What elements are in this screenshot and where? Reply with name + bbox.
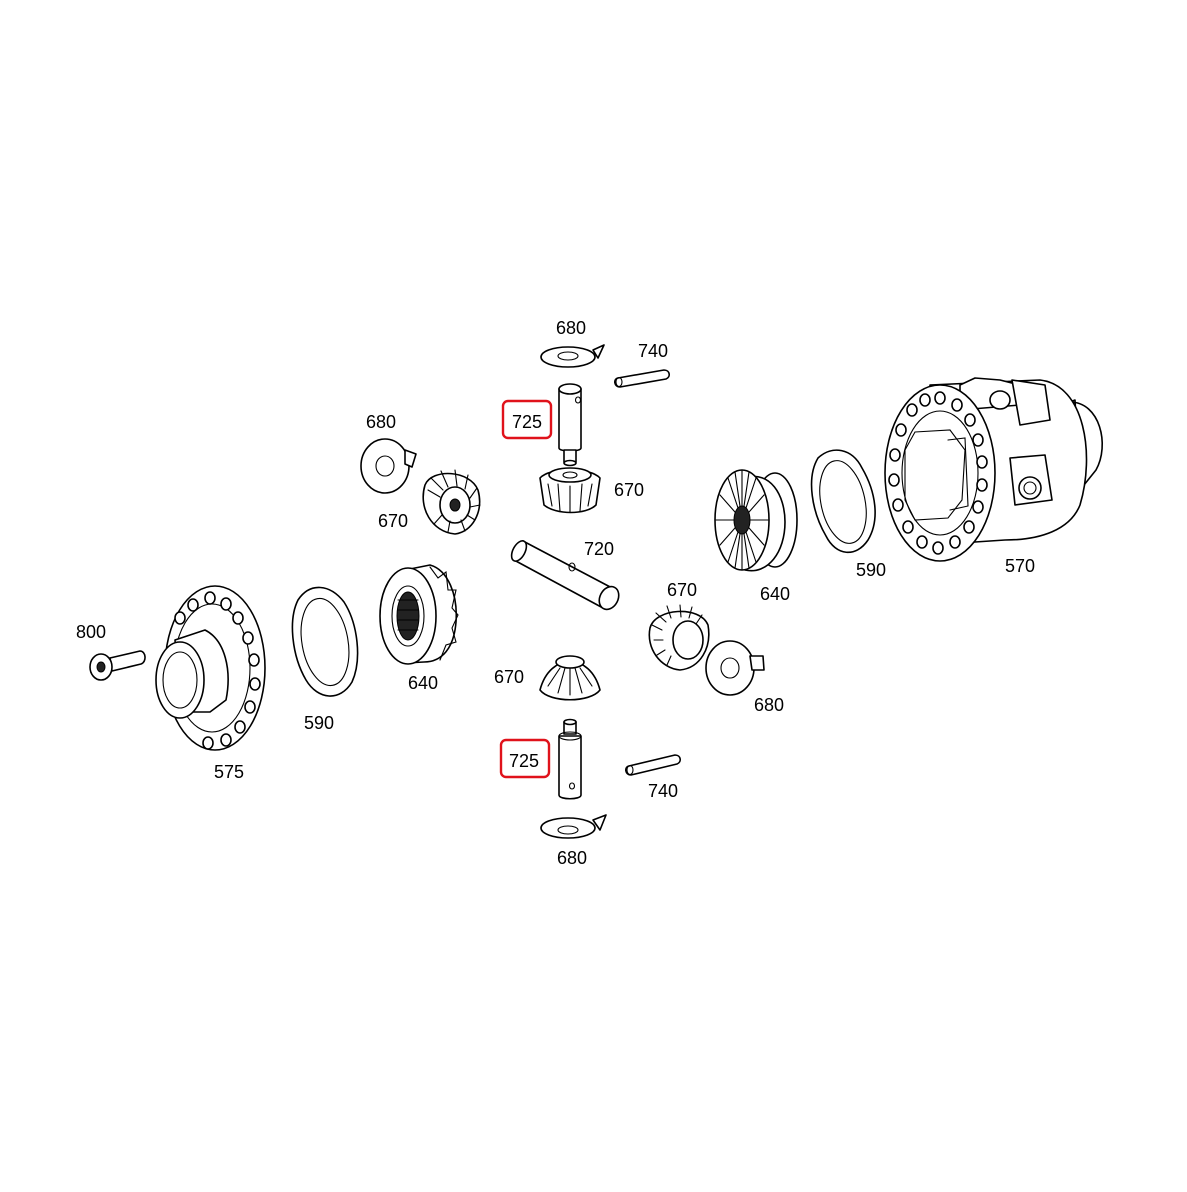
part-640-side-gear-left[interactable]	[379, 564, 459, 665]
part-680-washer-right[interactable]	[705, 640, 765, 696]
label-590-right: 590	[856, 560, 886, 580]
label-670-bottom: 670	[494, 667, 524, 687]
part-670-pinion-gear-bottom[interactable]	[539, 655, 601, 701]
label-725-bottom: 725	[509, 751, 539, 771]
label-740-top: 740	[638, 341, 668, 361]
part-570-differential-housing[interactable]	[884, 377, 1103, 562]
part-670-pinion-gear-top[interactable]	[539, 467, 601, 514]
label-570: 570	[1005, 556, 1035, 576]
highlight-box-725-top	[501, 399, 553, 440]
housing-bolt-holes	[888, 391, 988, 555]
part-740-roll-pin-top[interactable]	[614, 369, 670, 388]
part-725-pinion-shaft-bottom[interactable]	[558, 718, 582, 800]
part-725-pinion-shaft-top[interactable]	[558, 383, 582, 467]
label-680-left: 680	[366, 412, 396, 432]
part-680-washer-top[interactable]	[540, 344, 605, 368]
label-680-bottom: 680	[557, 848, 587, 868]
part-590-thrust-washer-left[interactable]	[291, 586, 359, 697]
part-590-thrust-washer-right[interactable]	[810, 449, 876, 554]
label-720: 720	[584, 539, 614, 559]
label-670-right: 670	[667, 580, 697, 600]
label-590-left: 590	[304, 713, 334, 733]
label-800: 800	[76, 622, 106, 642]
label-680-right: 680	[754, 695, 784, 715]
label-740-bottom: 740	[648, 781, 678, 801]
label-725-top: 725	[512, 412, 542, 432]
part-800-bolt[interactable]	[89, 650, 146, 681]
part-640-side-gear-right[interactable]	[714, 469, 798, 572]
label-680-top: 680	[556, 318, 586, 338]
label-640-left: 640	[408, 673, 438, 693]
label-670-left: 670	[378, 511, 408, 531]
highlight-box-725-bottom	[499, 738, 551, 779]
part-680-washer-left[interactable]	[360, 438, 417, 494]
part-740-roll-pin-bottom[interactable]	[625, 754, 681, 776]
part-670-pinion-gear-left[interactable]	[422, 469, 481, 535]
part-575-differential-cover[interactable]	[155, 585, 266, 751]
part-670-pinion-gear-right[interactable]	[648, 604, 710, 671]
part-680-washer-bottom[interactable]	[540, 814, 607, 839]
cover-bolt-holes	[174, 591, 261, 750]
part-720-cross-shaft[interactable]	[509, 538, 623, 612]
label-670-top: 670	[614, 480, 644, 500]
label-575: 575	[214, 762, 244, 782]
label-640-right: 640	[760, 584, 790, 604]
